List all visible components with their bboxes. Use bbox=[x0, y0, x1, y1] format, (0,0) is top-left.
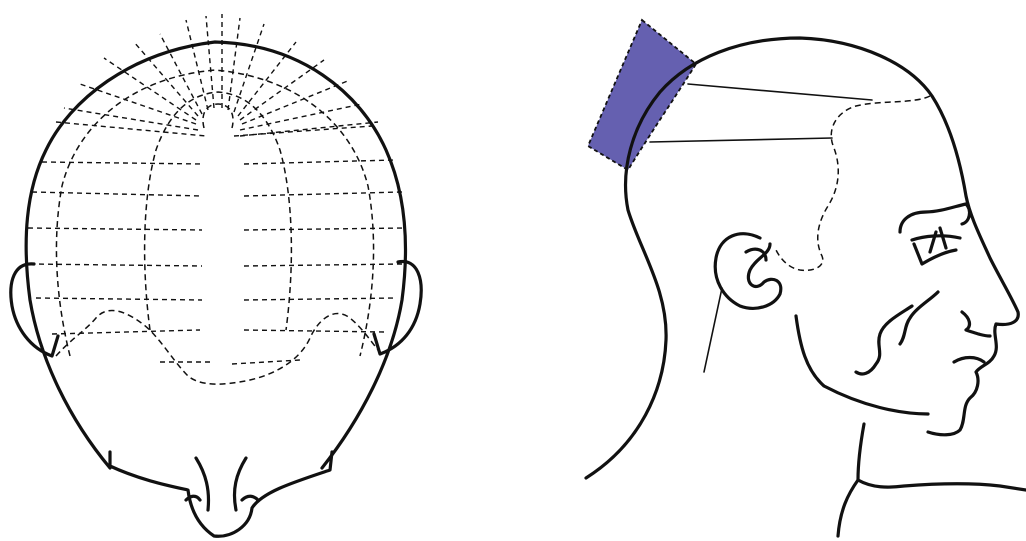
hairline-boundary bbox=[56, 310, 378, 384]
lips bbox=[954, 358, 984, 363]
neck-back bbox=[838, 480, 858, 536]
outer-dashed-arc bbox=[56, 70, 373, 356]
horizontal-partings-right bbox=[232, 122, 404, 364]
chin-crease-right bbox=[242, 496, 258, 500]
eye-lower bbox=[914, 244, 956, 264]
head-profile-outline bbox=[586, 38, 1018, 478]
head-outline bbox=[26, 42, 405, 468]
horizontal-partings-left bbox=[28, 122, 210, 362]
guide-line-top bbox=[688, 84, 872, 100]
side-hairline bbox=[776, 96, 930, 270]
guide-line-bottom bbox=[650, 138, 832, 142]
nose-mouth bbox=[962, 312, 990, 336]
nasolabial-crease bbox=[900, 292, 938, 344]
left-ear bbox=[11, 264, 58, 356]
highlighted-section bbox=[588, 20, 696, 170]
side-view-panel bbox=[586, 20, 1026, 536]
chin-fold-right bbox=[234, 458, 246, 510]
inner-dashed-arc bbox=[145, 92, 292, 330]
chin-fold-left bbox=[196, 458, 209, 510]
eyebrow bbox=[900, 204, 969, 232]
pointer-line bbox=[704, 288, 722, 372]
jaw-line bbox=[796, 316, 928, 414]
eye-lid bbox=[930, 228, 946, 252]
chin-crease-left bbox=[186, 496, 200, 500]
right-ear bbox=[374, 262, 421, 354]
top-view-panel bbox=[11, 14, 421, 536]
radial-partings bbox=[64, 14, 372, 136]
ear-outline bbox=[715, 234, 781, 309]
neck-outline bbox=[110, 452, 332, 536]
